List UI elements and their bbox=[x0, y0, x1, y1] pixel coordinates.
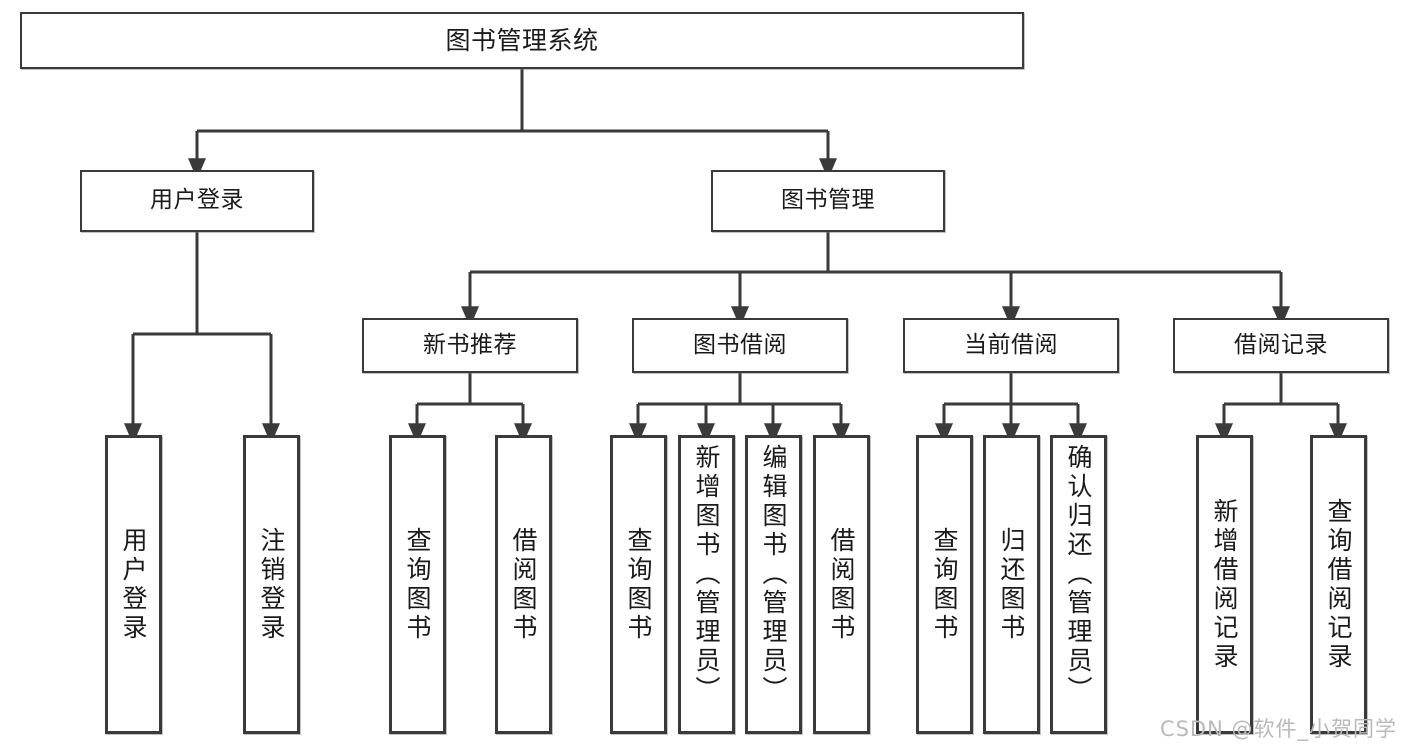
node-label: 用户登录 bbox=[119, 526, 148, 643]
node-label: 查询图书 bbox=[624, 526, 653, 643]
node-label: 新增图书（管理员） bbox=[692, 444, 721, 705]
node-label: 图书管理系统 bbox=[445, 25, 599, 55]
csdn-watermark: CSDN @软件_小贺同学 bbox=[1159, 717, 1397, 741]
node-label: 新书推荐 bbox=[423, 331, 517, 358]
leaf-add-borrow-record[interactable]: 新增借阅记录 bbox=[1196, 435, 1253, 734]
node-label: 确认归还（管理员） bbox=[1064, 444, 1093, 705]
node-user-login[interactable]: 用户登录 bbox=[80, 170, 314, 232]
node-book-management[interactable]: 图书管理 bbox=[711, 170, 945, 232]
leaf-borrow-book-recommend[interactable]: 借阅图书 bbox=[495, 435, 552, 734]
node-label: 新增借阅记录 bbox=[1210, 497, 1239, 672]
node-label: 用户登录 bbox=[150, 187, 244, 214]
node-label: 查询图书 bbox=[930, 526, 959, 643]
leaf-logout[interactable]: 注销登录 bbox=[243, 435, 300, 734]
leaf-confirm-return-admin[interactable]: 确认归还（管理员） bbox=[1050, 435, 1107, 734]
node-label: 注销登录 bbox=[257, 526, 286, 643]
node-label: 当前借阅 bbox=[964, 331, 1058, 358]
node-current-borrow[interactable]: 当前借阅 bbox=[903, 318, 1119, 373]
node-borrow-record[interactable]: 借阅记录 bbox=[1173, 318, 1389, 373]
leaf-user-login[interactable]: 用户登录 bbox=[105, 435, 162, 734]
node-label: 借阅图书 bbox=[827, 526, 856, 643]
leaf-query-borrow-record[interactable]: 查询借阅记录 bbox=[1310, 435, 1367, 734]
node-label: 借阅记录 bbox=[1234, 331, 1328, 358]
leaf-add-book-admin[interactable]: 新增图书（管理员） bbox=[678, 435, 735, 734]
node-label: 借阅图书 bbox=[509, 526, 538, 643]
node-label: 查询借阅记录 bbox=[1324, 497, 1353, 672]
leaf-query-book-recommend[interactable]: 查询图书 bbox=[389, 435, 446, 734]
node-book-borrow[interactable]: 图书借阅 bbox=[632, 318, 848, 373]
node-new-book-recommend[interactable]: 新书推荐 bbox=[362, 318, 578, 373]
node-root-book-management-system[interactable]: 图书管理系统 bbox=[20, 12, 1024, 69]
leaf-query-book-current[interactable]: 查询图书 bbox=[916, 435, 973, 734]
node-label: 归还图书 bbox=[997, 526, 1026, 643]
leaf-edit-book-admin[interactable]: 编辑图书（管理员） bbox=[745, 435, 802, 734]
node-label: 查询图书 bbox=[403, 526, 432, 643]
node-label: 图书管理 bbox=[781, 187, 875, 214]
node-label: 编辑图书（管理员） bbox=[759, 444, 788, 705]
node-label: 图书借阅 bbox=[693, 331, 787, 358]
leaf-borrow-book[interactable]: 借阅图书 bbox=[813, 435, 870, 734]
leaf-return-book[interactable]: 归还图书 bbox=[983, 435, 1040, 734]
leaf-query-book-borrow[interactable]: 查询图书 bbox=[610, 435, 667, 734]
